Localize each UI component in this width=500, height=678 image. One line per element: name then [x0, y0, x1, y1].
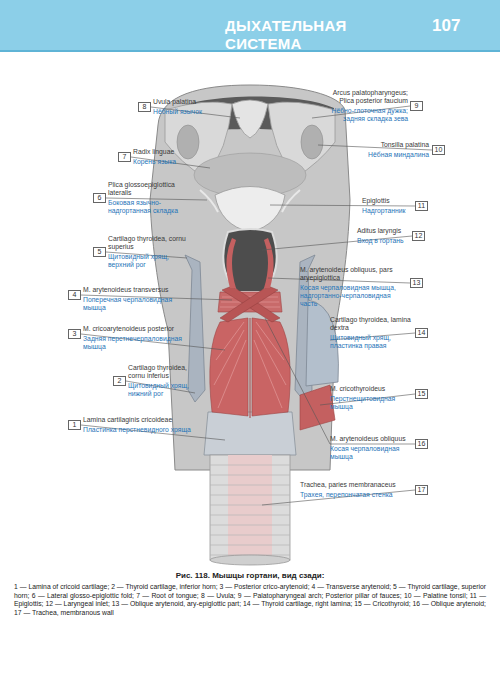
callout-number: 12: [415, 232, 423, 239]
russian-term: Щитовидный хрящ, пластинка правая: [330, 334, 412, 350]
russian-term: Нёбный язычок: [153, 108, 238, 116]
latin-term: M. cricothyroideus: [330, 385, 412, 393]
callout-number: 16: [418, 440, 426, 447]
latin-term: Arcus palatopharyngeus; Plica posterior …: [330, 89, 408, 105]
caption-legend: 1 — Lamina of cricoid cartilage; 2 — Thy…: [14, 583, 486, 617]
callout-box: 11: [415, 201, 428, 211]
callout-number: 11: [418, 202, 425, 209]
latin-term: Cartilago thyroidea, cornu inferius: [128, 364, 203, 380]
callout-number: 6: [98, 194, 102, 201]
glossoepiglottic-fold: [200, 190, 218, 212]
latin-term: Cartilago thyroidea, cornu superius: [108, 235, 190, 251]
callout-number: 13: [413, 279, 421, 286]
leader-line: [270, 205, 415, 206]
callout-number: 8: [143, 103, 147, 110]
cricothyroid-muscle: [300, 385, 335, 430]
latin-term: Plica glossoepiglottica lateralis: [108, 181, 190, 197]
callout-box: 7: [118, 152, 131, 162]
latin-term: M. arytenoideus transversus: [83, 286, 188, 294]
callout-number: 2: [118, 377, 122, 384]
callout-number: 5: [98, 248, 102, 255]
oblique-muscle: [220, 286, 278, 322]
uvula: [232, 100, 268, 138]
thyroid-cartilage-left: [185, 255, 205, 402]
russian-term: Поперечная черпаловидная мышца: [83, 296, 188, 312]
callout-box: 14: [415, 328, 428, 338]
aryepiglottic-muscle: [264, 238, 274, 288]
leader-lines: [81, 106, 432, 505]
russian-term: Нёбно-глоточная дужка; задняя складка зе…: [330, 107, 408, 123]
russian-term: Боковая язычно-надгортанная складка: [108, 199, 190, 215]
callout-box: 4: [68, 290, 81, 300]
callout-box: 1: [68, 420, 81, 430]
russian-term: Косая черпаловидная мышца: [330, 445, 412, 461]
leader-line: [151, 107, 240, 118]
leader-line: [262, 490, 415, 505]
russian-term: Задняя перстнечерпаловидная мышца: [83, 335, 195, 351]
callout-box: 13: [410, 278, 423, 288]
callout-number: 1: [73, 421, 77, 428]
russian-term: Трахея, перепончатая стенка: [300, 491, 412, 499]
cricoid-cartilage: [204, 412, 296, 455]
callout-number: 3: [73, 330, 77, 337]
latin-term: Tonsilla palatina: [352, 141, 429, 149]
russian-term: Перстнещитовидная мышца: [330, 395, 412, 411]
latin-term: Cartilago thyroidea, lamina dextra: [330, 316, 412, 332]
callout-box: 17: [415, 485, 428, 495]
russian-term: Вход в гортань: [357, 237, 409, 245]
russian-term: Надгортанник: [362, 207, 412, 215]
russian-term: Пластинка перстневидного хряща: [83, 426, 195, 434]
trachea: [210, 455, 290, 560]
trachea-rings: [210, 465, 290, 555]
latin-term: Uvula palatina: [153, 98, 238, 106]
leader-line: [265, 318, 415, 444]
russian-term: Косая черпаловидная мышца, надгортанно-ч…: [300, 284, 408, 309]
callout-box: 6: [93, 193, 106, 203]
leader-line: [262, 236, 412, 250]
leader-line: [81, 425, 225, 440]
russian-term: Корень языка: [133, 158, 208, 166]
callout-box: 15: [415, 389, 428, 399]
callout-box: 16: [415, 439, 428, 449]
russian-term: Нёбная миндалина: [352, 151, 429, 159]
latin-term: M. arytenoideus obliquus: [330, 435, 412, 443]
callout-box: 8: [138, 102, 151, 112]
russian-term: Щитовидный хрящ, нижний рог: [128, 382, 203, 398]
callout-box: 2: [113, 376, 126, 386]
aryepiglottic-muscle: [226, 238, 236, 288]
glossoepiglottic-fold: [282, 190, 300, 212]
laryngeal-inlet: [223, 229, 276, 292]
latin-term: M. arytenoideus obliquus, pars aryepiglo…: [300, 266, 408, 282]
latin-term: Radix linguae: [133, 148, 208, 156]
tonsil-right: [301, 125, 323, 159]
epiglottis: [215, 187, 285, 233]
callout-box: 9: [410, 101, 423, 111]
latin-term: Epiglottis: [362, 197, 412, 205]
tonsil-left: [177, 125, 199, 159]
callout-number: 10: [435, 146, 443, 153]
callout-number: 4: [73, 291, 77, 298]
trachea-membranous-wall: [228, 455, 272, 560]
running-header: ДЫХАТЕЛЬНАЯ СИСТЕМА: [225, 17, 425, 53]
latin-term: Trachea, paries membranaceus: [300, 481, 412, 489]
page-number: 107: [432, 16, 482, 36]
callout-number: 7: [123, 153, 127, 160]
cricoid-ridge: [250, 318, 251, 418]
callout-box: 10: [432, 145, 445, 155]
latin-term: M. cricoarytenoideus posterior: [83, 325, 195, 333]
callout-box: 12: [412, 231, 425, 241]
callout-box: 5: [93, 247, 106, 257]
figure-caption: Рис. 118. Мышцы гортани, вид сзади:: [0, 571, 500, 581]
trachea-end: [210, 555, 290, 565]
latin-term: Lamina cartilaginis cricoideae: [83, 416, 195, 424]
latin-term: Aditus laryngis: [357, 227, 409, 235]
callout-number: 14: [418, 329, 426, 336]
russian-term: Щитовидный хрящ, верхний рог: [108, 253, 190, 269]
callout-number: 15: [418, 390, 426, 397]
callout-number: 17: [418, 486, 426, 493]
callout-number: 9: [415, 102, 419, 109]
leader-line: [131, 157, 210, 168]
callout-box: 3: [68, 329, 81, 339]
